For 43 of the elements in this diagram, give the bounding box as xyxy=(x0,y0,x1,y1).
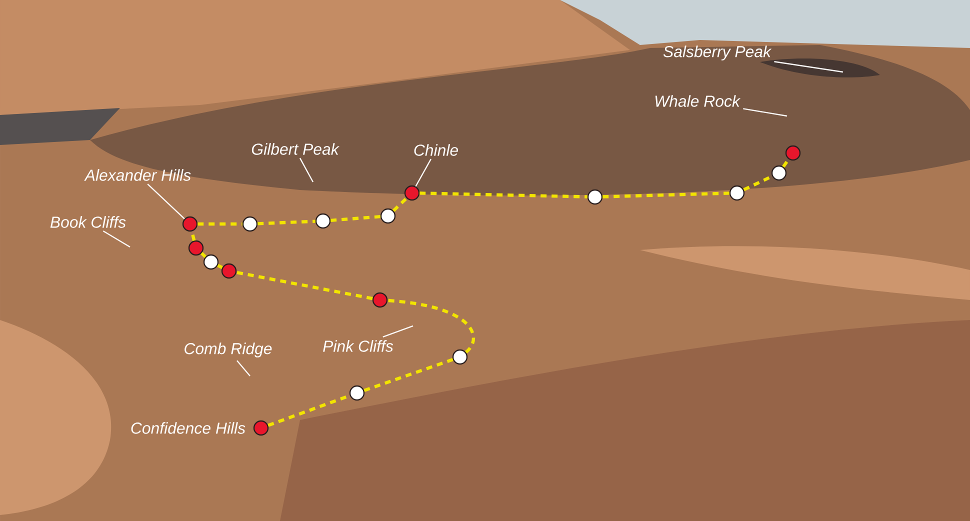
place-label: Comb Ridge xyxy=(184,342,272,358)
stop-marker xyxy=(221,263,237,279)
leader-line xyxy=(382,325,414,338)
route-line xyxy=(236,270,373,300)
waypoint-marker xyxy=(729,185,745,201)
place-label: Book Cliffs xyxy=(50,216,126,228)
waypoint-marker xyxy=(452,349,468,365)
stop-marker xyxy=(182,216,198,232)
place-label: Whale Rock xyxy=(655,95,741,107)
leader-line xyxy=(236,360,250,376)
waypoint-marker xyxy=(349,385,365,401)
stop-marker xyxy=(785,145,801,161)
route-line xyxy=(364,358,454,392)
stop-marker xyxy=(372,292,388,308)
leader-line xyxy=(102,230,130,248)
waypoint-marker xyxy=(242,216,258,232)
route-line xyxy=(330,214,381,222)
route-line xyxy=(387,298,475,354)
stop-marker xyxy=(188,240,204,256)
route-line xyxy=(217,264,223,270)
place-label: Alexander Hills xyxy=(84,169,191,181)
leader-line xyxy=(743,108,788,117)
leader-line xyxy=(415,158,432,187)
leader-line xyxy=(147,184,185,220)
route-line xyxy=(198,222,242,226)
leader-line xyxy=(299,158,314,182)
waypoint-marker xyxy=(771,165,787,181)
place-label: Chinle xyxy=(414,144,458,156)
route-line xyxy=(602,192,730,198)
stop-marker xyxy=(404,185,420,201)
stop-marker xyxy=(253,420,269,436)
waypoint-marker xyxy=(315,213,331,229)
route-line xyxy=(420,192,588,198)
place-label: Salsberry Peak xyxy=(663,46,772,60)
place-label: Gilbert Peak xyxy=(252,143,340,155)
waypoint-marker xyxy=(203,254,219,270)
place-label: Pink Cliffs xyxy=(323,340,394,352)
place-label: Confidence Hills xyxy=(131,422,246,434)
route-line xyxy=(200,252,207,258)
route-line xyxy=(782,158,790,168)
route-line xyxy=(258,220,316,226)
route-line xyxy=(392,197,408,212)
waypoint-marker xyxy=(380,208,396,224)
